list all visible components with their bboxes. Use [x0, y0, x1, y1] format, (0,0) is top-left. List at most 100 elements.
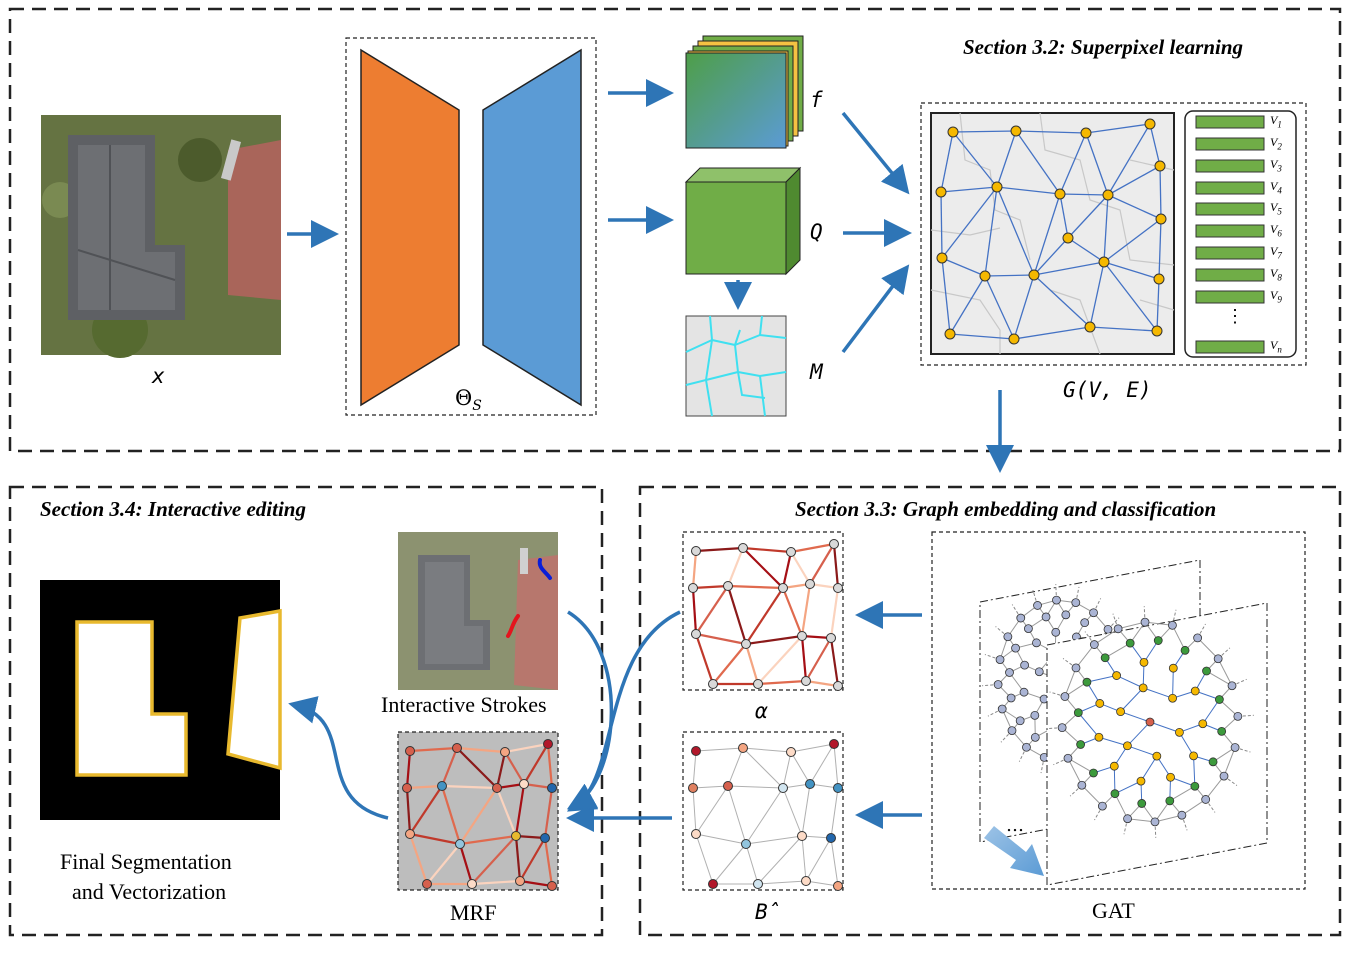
- gat-front-node: [1141, 618, 1149, 626]
- mrf-node: [406, 747, 415, 756]
- alpha-node: [724, 582, 733, 591]
- node-feature-bar: [1196, 291, 1264, 303]
- gat-back-node: [998, 705, 1006, 713]
- graph-node: [1099, 257, 1109, 267]
- bhat-label: B̂: [755, 900, 780, 924]
- bhat-edge: [746, 836, 802, 844]
- gat-front-node: [1203, 667, 1211, 675]
- node-feature-bar: [1196, 203, 1264, 215]
- gat-front-node: [1074, 709, 1082, 717]
- alpha-node: [787, 548, 796, 557]
- gat-front-node: [1124, 815, 1132, 823]
- bhat-edge: [728, 748, 743, 786]
- section-superpixel-title: Section 3.2: Superpixel learning: [963, 35, 1243, 60]
- bhat-edge: [831, 838, 838, 886]
- alpha-edge: [693, 586, 728, 588]
- alpha-node: [689, 584, 698, 593]
- final-label-line2: and Vectorization: [72, 879, 226, 905]
- alpha-node: [692, 630, 701, 639]
- bhat-edge: [696, 786, 728, 834]
- input-aerial-image: [41, 115, 281, 358]
- gat-front-node: [1061, 693, 1069, 701]
- mrf-node: [468, 880, 477, 889]
- gat-front-node: [1072, 664, 1080, 672]
- bhat-node: [834, 882, 843, 891]
- theta-symbol: Θ: [455, 386, 472, 410]
- node-feature-bar: [1196, 225, 1264, 237]
- bhat-edge: [728, 786, 746, 844]
- gat-front-node: [1228, 682, 1236, 690]
- bhat-edge: [696, 748, 743, 751]
- graph-node: [1152, 326, 1162, 336]
- mrf-node: [438, 782, 447, 791]
- bhat-edge: [743, 748, 783, 788]
- gat-front-node: [1140, 658, 1148, 666]
- gat-front-node: [1095, 733, 1103, 741]
- mrf-node: [456, 840, 465, 849]
- gat-back-node: [1032, 639, 1040, 647]
- bhat-edge: [693, 786, 728, 788]
- alpha-edge: [743, 548, 783, 588]
- mrf-node: [493, 784, 502, 793]
- node-feature-label: V3: [1270, 157, 1282, 173]
- graph-node: [1011, 126, 1021, 136]
- alpha-edge: [802, 636, 806, 681]
- q-label: Q: [810, 220, 823, 244]
- gat-front-node: [1220, 772, 1228, 780]
- mrf-node: [548, 882, 557, 891]
- node-feature-label: V4: [1270, 179, 1282, 195]
- gat-front-node: [1111, 790, 1119, 798]
- gat-front-node: [1154, 637, 1162, 645]
- alpha-edge: [696, 548, 743, 551]
- final-label-line1: Final Segmentation: [60, 849, 232, 875]
- bhat-edge: [693, 751, 696, 788]
- interactive-strokes-image: [398, 532, 558, 690]
- alpha-edge: [728, 586, 783, 588]
- bhat-node: [689, 784, 698, 793]
- bhat-edge: [791, 744, 834, 752]
- bhat-edge: [693, 788, 696, 834]
- bhat-edge: [783, 752, 791, 788]
- graph-node: [936, 187, 946, 197]
- bhat-edge: [728, 786, 783, 788]
- gat-front-node: [1191, 687, 1199, 695]
- gat-back-node: [1052, 596, 1060, 604]
- graph-node: [937, 253, 947, 263]
- f-label: f: [810, 88, 823, 112]
- alpha-edge: [713, 644, 746, 684]
- bhat-edge: [783, 788, 802, 836]
- gat-ellipsis: …: [1006, 815, 1024, 836]
- gat-front-node: [1058, 724, 1066, 732]
- gat-front-node: [1199, 720, 1207, 728]
- bhat-node: [787, 748, 796, 757]
- graph-node: [1081, 128, 1091, 138]
- alpha-node: [754, 680, 763, 689]
- bhat-node: [834, 784, 843, 793]
- mrf-node: [501, 748, 510, 757]
- graph-node: [980, 271, 990, 281]
- alpha-edge: [693, 551, 696, 588]
- alpha-graph: [689, 540, 843, 691]
- gat-back-node: [1062, 611, 1070, 619]
- gat-front-node: [1215, 695, 1223, 703]
- alpha-edge: [783, 552, 791, 588]
- gat-back-node: [1024, 625, 1032, 633]
- bhat-node: [724, 782, 733, 791]
- alpha-edge: [783, 588, 802, 636]
- alpha-node: [798, 632, 807, 641]
- m-label: M: [810, 360, 823, 384]
- alpha-edge: [696, 634, 746, 644]
- gat-back-node: [1031, 711, 1039, 719]
- alpha-node: [739, 544, 748, 553]
- gat-front-node: [1114, 625, 1122, 633]
- node-feature-label: V7: [1270, 244, 1282, 260]
- node-feature-label: V2: [1270, 135, 1282, 151]
- bhat-node: [709, 880, 718, 889]
- node-feature-label: V8: [1270, 266, 1282, 282]
- graph-node: [1029, 270, 1039, 280]
- gat-back-node: [1007, 694, 1015, 702]
- node-feature-label: V9: [1270, 288, 1282, 304]
- graph-node: [1085, 322, 1095, 332]
- bhat-node: [739, 744, 748, 753]
